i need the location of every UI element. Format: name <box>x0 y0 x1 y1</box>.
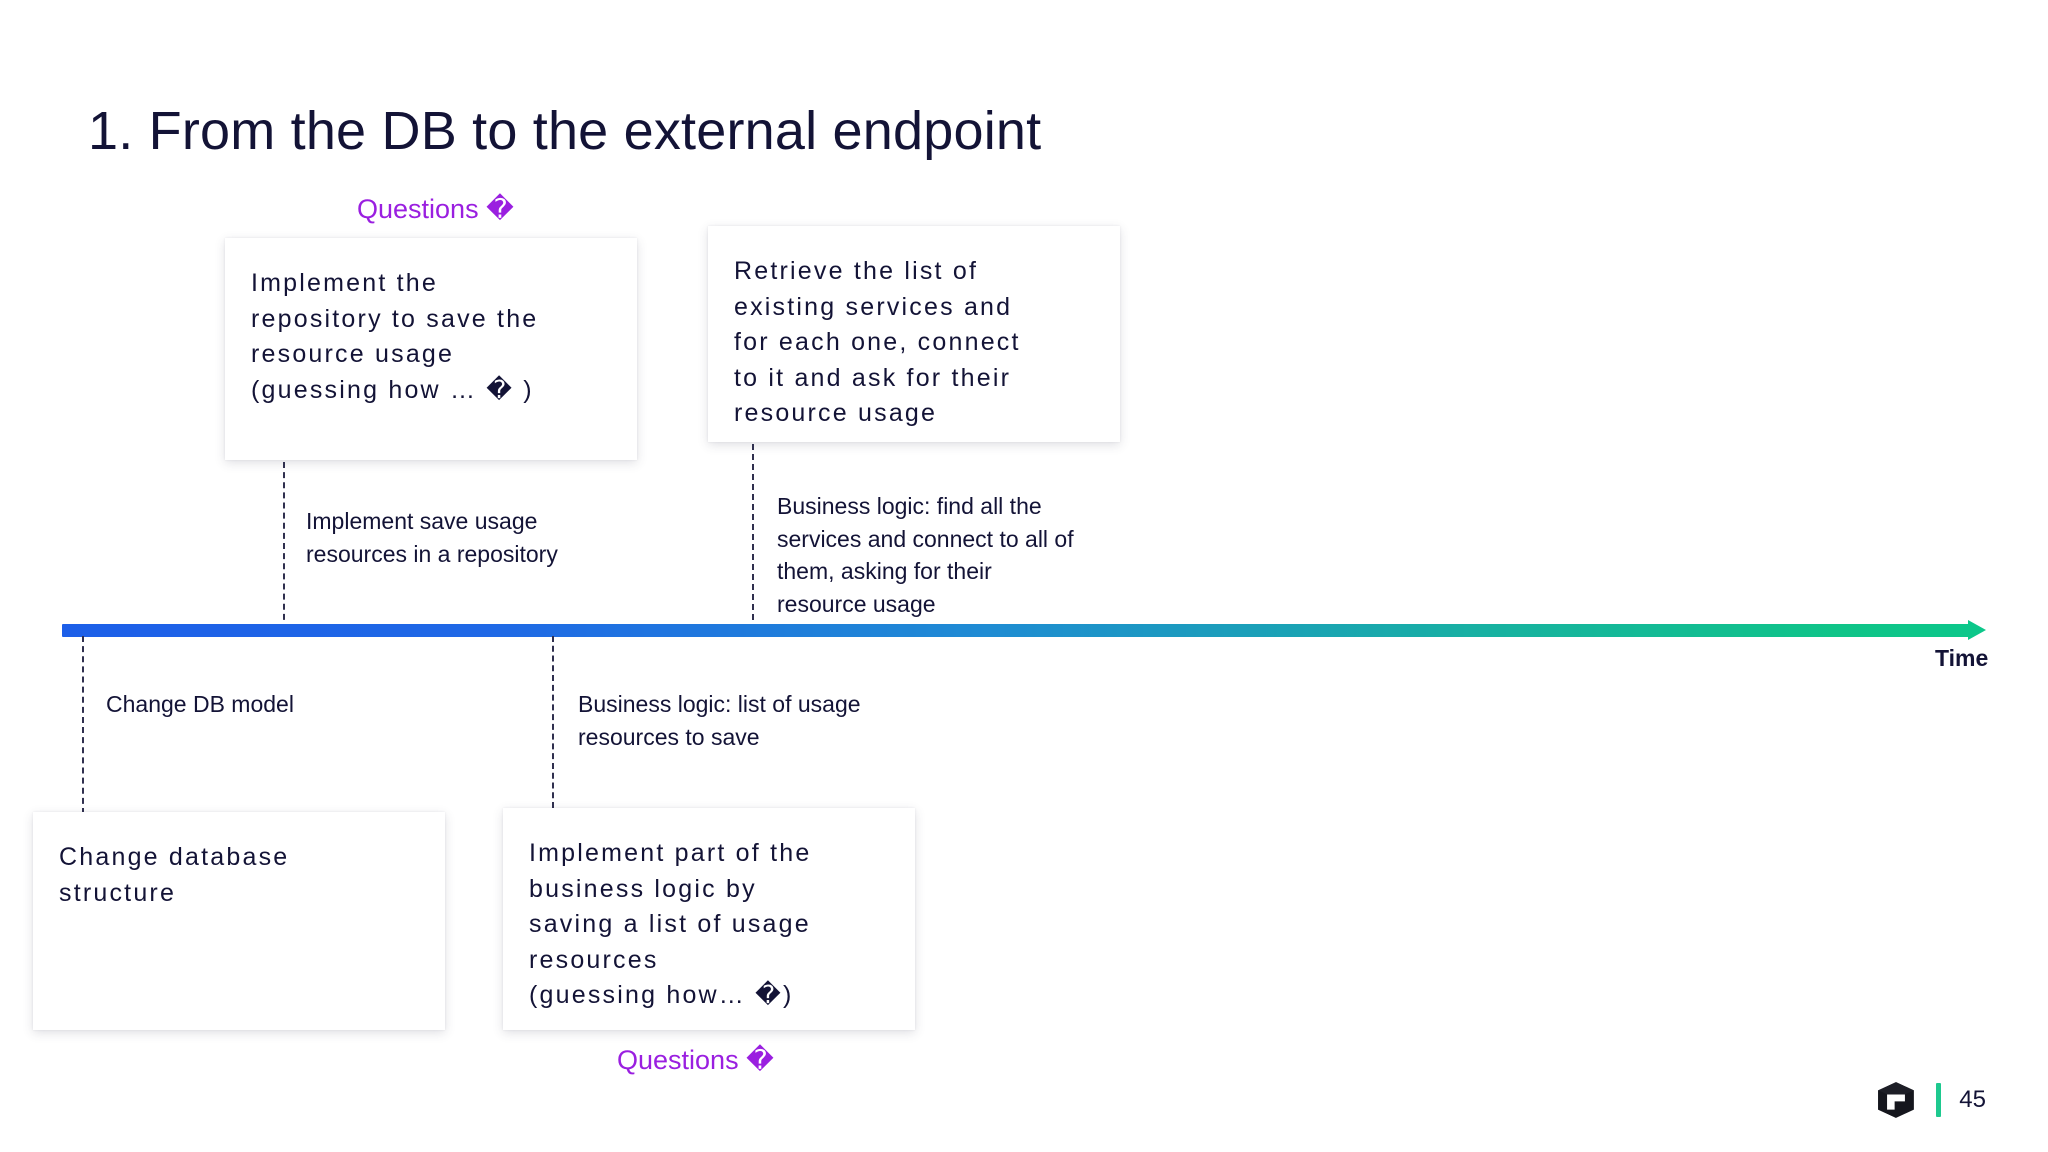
timeline-axis-label: Time <box>1935 645 1989 671</box>
questions-label-top: Questions � <box>357 194 514 224</box>
cube-logo-icon <box>1878 1082 1915 1118</box>
connector-line-repository <box>283 462 285 630</box>
card-implement-repository-text: Implement the repository to save the res… <box>251 269 539 404</box>
questions-label-bottom: Questions � <box>617 1045 774 1075</box>
annotation-change-db-model: Change DB model <box>106 691 294 717</box>
annotation-business-logic-find-services: Business logic: find all the services an… <box>777 493 1074 617</box>
timeline-arrow-icon <box>1968 620 1986 640</box>
card-implement-repository: Implement the repository to save the res… <box>225 238 637 460</box>
connector-line-change-db <box>82 636 84 814</box>
card-implement-business-logic-text: Implement part of the business logic by … <box>529 839 812 1009</box>
card-implement-business-logic: Implement part of the business logic by … <box>503 808 915 1030</box>
annotation-implement-save-usage: Implement save usage resources in a repo… <box>306 508 558 567</box>
page-number: 45 <box>1959 1086 1986 1113</box>
card-retrieve-services-text: Retrieve the list of existing services a… <box>734 257 1021 427</box>
slide-footer: 45 <box>1874 1078 1986 1122</box>
connector-line-retrieve <box>752 444 754 630</box>
annotation-business-logic-list-usage: Business logic: list of usage resources … <box>578 691 861 750</box>
card-change-database-structure-text: Change database structure <box>59 843 290 907</box>
card-retrieve-services: Retrieve the list of existing services a… <box>708 226 1120 442</box>
card-change-database-structure: Change database structure <box>33 812 445 1030</box>
page-title: 1. From the DB to the external endpoint <box>88 101 1042 161</box>
timeline-axis <box>62 624 1970 637</box>
footer-divider <box>1936 1083 1942 1117</box>
connector-line-business-logic <box>552 636 554 808</box>
